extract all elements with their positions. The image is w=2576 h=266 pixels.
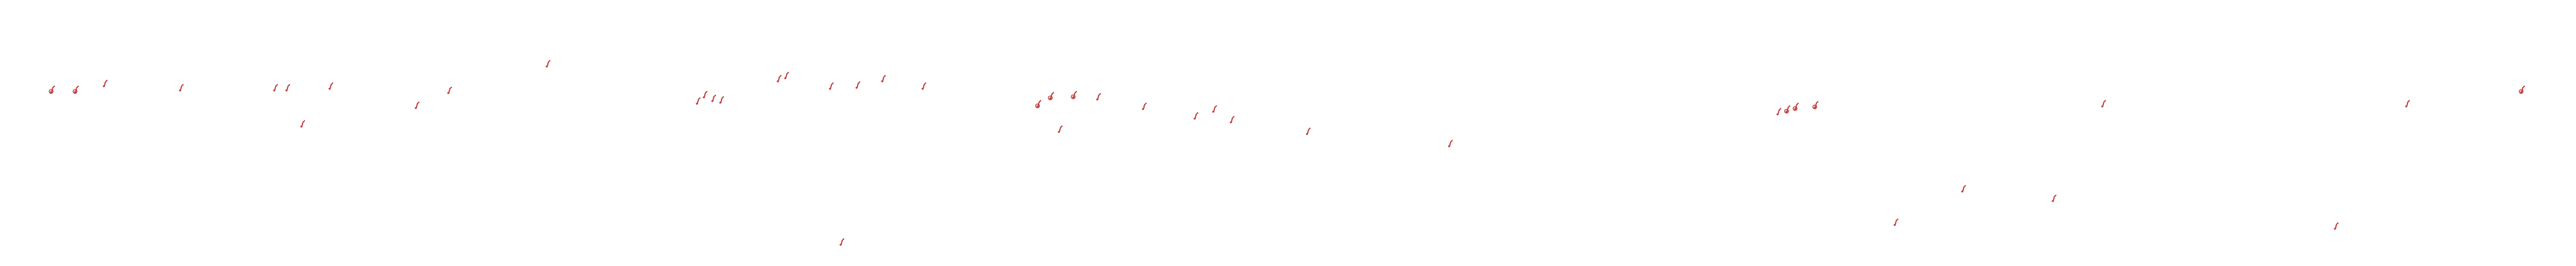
mark-tick	[1776, 107, 1782, 115]
mark-tick	[285, 84, 291, 92]
mark-tick	[328, 82, 334, 90]
marks-layer	[48, 60, 2525, 246]
mark-tick	[1142, 102, 1147, 110]
mark-tick	[1194, 112, 1199, 120]
mark-tick	[2334, 222, 2339, 230]
mark-tick	[1306, 127, 1311, 135]
mark-tick	[881, 74, 886, 82]
mark-tick	[447, 86, 452, 94]
mark-tick	[711, 94, 717, 102]
mark-tick	[1058, 125, 1063, 133]
mark-tick	[784, 71, 789, 79]
mark-tick	[179, 84, 184, 92]
mark-tick	[300, 120, 306, 128]
mark-ring	[2519, 85, 2525, 94]
mark-tick	[103, 79, 108, 87]
mark-tick	[719, 96, 725, 104]
mark-tick	[1961, 185, 1966, 193]
mark-tick	[1448, 139, 1453, 147]
mark-tick	[273, 84, 278, 92]
mark-tick	[546, 60, 551, 68]
mark-ring	[1048, 92, 1055, 101]
mark-tick	[1894, 218, 1899, 226]
mark-tick	[921, 82, 927, 90]
mark-tick	[829, 82, 834, 90]
mark-tick	[1212, 105, 1217, 113]
mark-ring	[72, 85, 79, 94]
mark-tick	[703, 90, 708, 98]
mark-ring	[1071, 90, 1077, 99]
mark-tick	[777, 74, 782, 82]
mark-tick	[2052, 194, 2057, 202]
mark-tick	[415, 101, 420, 109]
mark-tick	[696, 97, 701, 105]
mark-ring	[1784, 105, 1791, 114]
mark-ring	[1812, 101, 1819, 110]
mark-tick	[840, 238, 845, 246]
mark-ring	[1792, 102, 1799, 111]
mark-ring	[48, 85, 55, 94]
mark-tick	[1096, 93, 1101, 101]
mark-ring	[1035, 99, 1042, 109]
mark-tick	[2101, 99, 2106, 107]
mark-tick	[855, 81, 861, 89]
mark-tick	[1230, 115, 1235, 123]
mark-tick	[2405, 99, 2410, 107]
